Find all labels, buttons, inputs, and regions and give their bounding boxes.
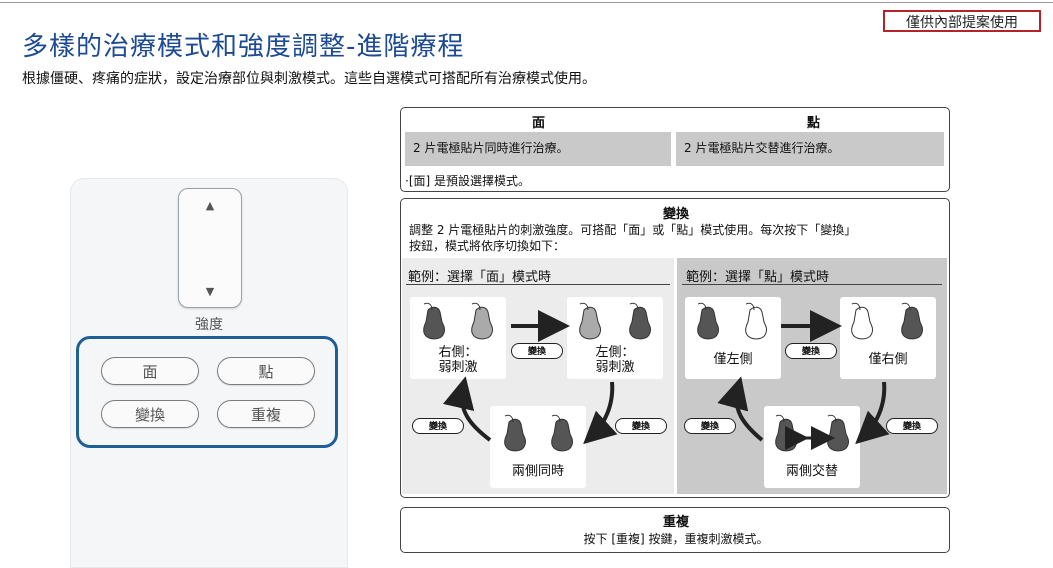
point-header: 點 <box>806 116 820 131</box>
switch-mini-button: 變換 <box>511 343 563 359</box>
mode-table: 面 點 2 片電極貼片同時進行治療。 2 片電極貼片交替進行治療。 ·[面] 是… <box>400 107 950 192</box>
curved-arrow-icon <box>855 381 890 445</box>
repeat-button[interactable]: 重複 <box>217 400 315 428</box>
electrode-pad-icon <box>423 302 446 340</box>
face-example-underline <box>406 284 670 285</box>
curved-arrow-icon <box>717 376 764 442</box>
point-card-left-only: 僅左側 <box>685 297 781 379</box>
internal-use-badge: 僅供內部提案使用 <box>883 10 1041 32</box>
face-button[interactable]: 面 <box>101 357 199 385</box>
face-card-left-weak: 左側： 弱刺激 <box>567 297 663 379</box>
electrode-pad-icon <box>697 302 720 340</box>
strength-rocker[interactable]: ▲ ▼ <box>178 188 242 308</box>
switch-mini-button: 變換 <box>615 418 667 434</box>
electrode-pad-icon <box>504 414 527 452</box>
switch-desc-line2: 按鈕，模式將依序切換如下： <box>409 239 566 253</box>
page-title: 多樣的治療模式和強度調整-進階療程 <box>22 32 465 62</box>
card-label: 兩側同時 <box>511 464 564 479</box>
electrode-pad-icon <box>471 302 494 340</box>
card-label: 僅右側 <box>868 352 908 367</box>
electrode-pad-icon <box>629 302 652 340</box>
curved-arrow-icon <box>442 376 492 442</box>
strength-label: 強度 <box>195 317 223 333</box>
electrode-pad-icon <box>775 414 798 452</box>
top-divider <box>0 2 1053 3</box>
down-arrow-icon[interactable]: ▼ <box>205 285 215 298</box>
point-description: 2 片電極貼片交替進行治療。 <box>676 132 944 166</box>
face-header: 面 <box>531 116 545 131</box>
repeat-header: 重複 <box>662 515 689 530</box>
face-card-right-weak: 右側： 弱刺激 <box>410 297 506 379</box>
point-example-underline <box>682 284 942 285</box>
card-label-line2: 弱刺激 <box>595 360 635 375</box>
curved-arrow-icon <box>583 381 618 445</box>
point-example-title: 範例：選擇「點」模式時 <box>686 270 830 285</box>
switch-header: 變換 <box>662 207 689 222</box>
point-button[interactable]: 點 <box>217 357 315 385</box>
repeat-text: 按下 [重複] 按鍵，重複刺激模式。 <box>583 532 769 546</box>
face-description: 2 片電極貼片同時進行治療。 <box>405 132 671 166</box>
electrode-pad-icon <box>851 302 874 340</box>
mode-buttons-highlight <box>76 336 338 448</box>
card-label-line1: 右側： <box>438 345 478 360</box>
default-mode-note: ·[面] 是預設選擇模式。 <box>405 174 530 188</box>
switch-mini-button: 變換 <box>785 343 837 359</box>
electrode-pad-icon <box>579 302 602 340</box>
electrode-pad-icon <box>901 302 924 340</box>
switch-mini-button: 變換 <box>684 418 736 434</box>
up-arrow-icon[interactable]: ▲ <box>205 199 215 212</box>
switch-button[interactable]: 變換 <box>101 400 199 428</box>
card-label-line2: 弱刺激 <box>438 360 478 375</box>
page-subtitle: 根據僵硬、疼痛的症狀，設定治療部位與刺激模式。這些自選模式可搭配所有治療模式使用… <box>22 71 596 87</box>
repeat-panel: 重複 按下 [重複] 按鍵，重複刺激模式。 <box>400 507 950 553</box>
card-label: 僅左側 <box>713 352 753 367</box>
switch-desc-line1: 調整 2 片電極貼片的刺激強度。可搭配「面」或「點」模式使用。每次按下「變換」 <box>409 223 857 237</box>
electrode-pad-icon <box>827 414 850 452</box>
card-label-line1: 左側： <box>595 345 635 360</box>
electrode-pad-icon <box>745 302 768 340</box>
electrode-pad-icon <box>551 414 574 452</box>
switch-mini-button: 變換 <box>412 418 464 434</box>
face-example-title: 範例：選擇「面」模式時 <box>408 270 552 285</box>
card-label: 兩側交替 <box>785 464 838 479</box>
